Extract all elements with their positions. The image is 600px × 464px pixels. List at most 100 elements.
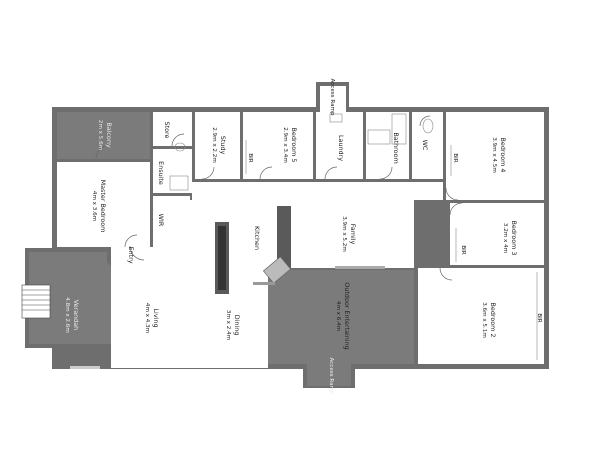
verandah-label: Verandah 4.8m x 2.6m	[64, 297, 80, 333]
svg-text:Study: Study	[219, 136, 227, 155]
bedroom5-label: Bedroom 5 2.9m x 3.4m	[282, 127, 298, 163]
verandah-floor	[29, 252, 119, 344]
svg-text:Store: Store	[163, 122, 171, 139]
bedroom3-label: Bedroom 3 3.2m x 4m	[502, 220, 518, 255]
door-swings	[95, 115, 463, 281]
svg-text:Kitchen: Kitchen	[253, 226, 261, 250]
store-floor	[153, 112, 192, 146]
room-floors	[29, 86, 544, 386]
kitchen-benches	[215, 206, 292, 294]
study-label: Study 2.9m x 2.2m	[211, 127, 227, 163]
interior-walls	[57, 112, 544, 364]
svg-text:3.2m x 4m: 3.2m x 4m	[502, 223, 508, 253]
study-floor	[195, 112, 240, 179]
bathroom-floor	[366, 112, 409, 179]
entry-label: Entry	[127, 246, 135, 263]
store-label: Store	[163, 122, 171, 139]
svg-text:Access Ramp: Access Ramp	[329, 78, 335, 116]
svg-text:BIR: BIR	[536, 313, 542, 322]
laundry-floor	[316, 112, 363, 179]
svg-text:Master Bedroom: Master Bedroom	[99, 180, 107, 233]
wc-floor	[412, 112, 443, 179]
bedroom3-floor	[450, 203, 544, 265]
bottom-ramp-floor	[307, 364, 351, 386]
svg-text:BIR: BIR	[452, 153, 458, 162]
bottom-ramp-label: Access Ramp	[328, 357, 334, 395]
svg-text:3.9m x 5.2m: 3.9m x 5.2m	[341, 216, 347, 252]
svg-text:Dining: Dining	[233, 315, 241, 336]
svg-text:Bedroom 4: Bedroom 4	[499, 137, 507, 172]
svg-text:3.9m x 4.5m: 3.9m x 4.5m	[491, 137, 497, 173]
svg-text:BIR: BIR	[247, 153, 253, 162]
kitchen-sink	[262, 256, 292, 284]
svg-text:Bedroom 2: Bedroom 2	[489, 302, 497, 337]
kitchen-label: Kitchen	[253, 226, 261, 250]
svg-text:4m x 3.6m: 4m x 3.6m	[91, 191, 97, 221]
svg-text:BIR: BIR	[460, 245, 466, 254]
svg-text:WC: WC	[421, 140, 429, 151]
top-ramp-label: Access Ramp	[329, 78, 335, 116]
svg-text:2m x 5.6m: 2m x 5.6m	[97, 120, 103, 150]
bathroom-bath	[391, 113, 407, 145]
bathroom-vanity	[367, 129, 391, 145]
top-ramp-floor	[320, 86, 346, 112]
master-label: Master Bedroom 4m x 3.6m	[91, 180, 107, 233]
window	[335, 266, 385, 269]
outdoor-label: Outdoor Entertaining 4m x 6.4m	[335, 282, 351, 349]
kitchen-cooktop	[218, 226, 226, 290]
ensuite-label: Ensuite	[157, 161, 165, 185]
bir-b4-label: BIR	[452, 153, 458, 162]
ensuite-toilet	[174, 142, 186, 152]
svg-text:Outdoor Entertaining: Outdoor Entertaining	[343, 282, 351, 349]
laundry-label: Laundry	[337, 135, 345, 161]
outdoor-deck-floor	[268, 268, 414, 364]
svg-text:Living: Living	[152, 308, 160, 327]
svg-text:Bedroom 3: Bedroom 3	[510, 220, 518, 255]
svg-text:2.9m x 2.2m: 2.9m x 2.2m	[211, 127, 217, 163]
svg-text:WIR: WIR	[157, 214, 165, 227]
balcony-label: Balcony 2m x 5.6m	[97, 120, 113, 150]
living-label: Living 4m x 4.3m	[144, 303, 160, 333]
bedroom5-floor	[243, 112, 313, 179]
svg-text:Verandah: Verandah	[72, 300, 80, 330]
balcony-floor	[57, 112, 150, 159]
svg-text:4m x 6.4m: 4m x 6.4m	[335, 301, 341, 331]
svg-text:2.9m x 3.4m: 2.9m x 3.4m	[282, 127, 288, 163]
hallway-floor	[192, 182, 446, 200]
kitchen-island	[277, 206, 291, 268]
bedroom2-floor	[418, 268, 544, 364]
bedroom4-label: Bedroom 4 3.9m x 4.5m	[491, 137, 507, 173]
svg-text:Access Ramp: Access Ramp	[328, 357, 334, 395]
wc-label: WC	[421, 140, 429, 151]
wc-toilet	[422, 118, 434, 134]
dining-label: Dining 3m x 2.4m	[225, 310, 241, 340]
ensuite-shower	[169, 175, 189, 191]
kitchen-counter-bar	[253, 282, 275, 285]
bathroom-label: Bathroom	[392, 132, 400, 163]
svg-text:3.6m x 5.1m: 3.6m x 5.1m	[481, 302, 487, 338]
svg-text:Entry: Entry	[127, 246, 135, 263]
verandah-steps	[21, 284, 51, 319]
bedroom4-floor	[446, 112, 544, 200]
svg-text:4.8m x 2.6m: 4.8m x 2.6m	[64, 297, 70, 333]
svg-text:Bathroom: Bathroom	[392, 132, 400, 163]
svg-text:3m x 2.4m: 3m x 2.4m	[225, 310, 231, 340]
svg-text:4m x 4.3m: 4m x 4.3m	[144, 303, 150, 333]
laundry-tub	[329, 113, 343, 123]
svg-text:Laundry: Laundry	[337, 135, 345, 161]
room-labels: Balcony 2m x 5.6m Store Study 2.9m x 2.2…	[64, 78, 542, 395]
bir-b3-label: BIR	[460, 245, 466, 254]
living-bay-floor	[111, 262, 125, 360]
svg-text:Bedroom 5: Bedroom 5	[290, 127, 298, 162]
bir-b2-label: BIR	[536, 313, 542, 322]
window	[70, 366, 100, 369]
fixtures	[70, 113, 538, 369]
family-label: Family 3.9m x 5.2m	[341, 216, 357, 252]
wir-label: WIR	[157, 214, 165, 227]
bir-b5-label: BIR	[247, 153, 253, 162]
svg-text:Family: Family	[349, 224, 357, 245]
bedroom2-label: Bedroom 2 3.6m x 5.1m	[481, 302, 497, 338]
ensuite-floor	[153, 149, 192, 193]
svg-text:Ensuite: Ensuite	[157, 161, 165, 185]
